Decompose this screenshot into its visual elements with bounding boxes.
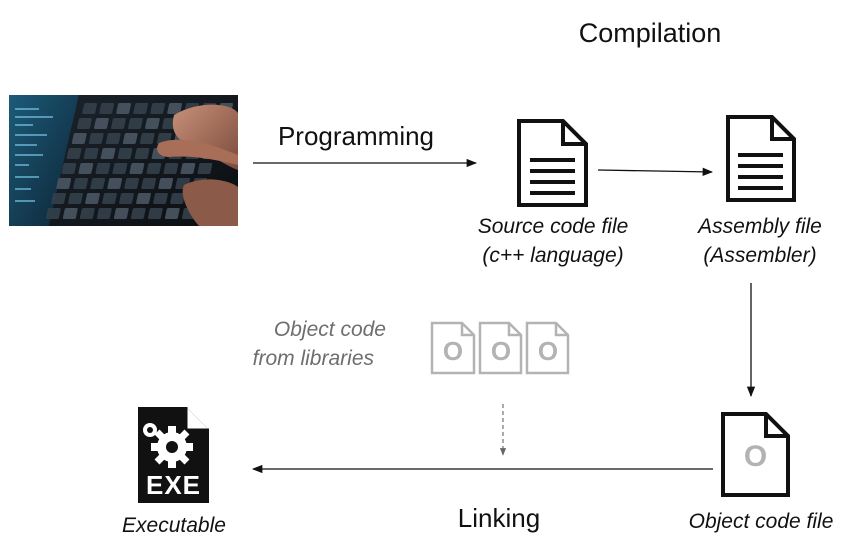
keyboard-key bbox=[100, 148, 116, 159]
keyboard-key bbox=[95, 163, 111, 174]
object-file-glyph: O bbox=[743, 440, 768, 473]
laptop-photo-art bbox=[9, 95, 238, 226]
keyboard-key bbox=[170, 193, 185, 204]
source-file-sublabel: (c++ language) bbox=[482, 244, 624, 267]
keyboard-key bbox=[124, 178, 140, 189]
keyboard-key bbox=[107, 178, 123, 189]
keyboard-key bbox=[153, 193, 168, 204]
keyboard-key bbox=[77, 118, 92, 129]
assembly-file-sublabel: (Assembler) bbox=[703, 244, 817, 267]
step-programming-label: Programming bbox=[277, 121, 435, 151]
library-object-file-icon-2 bbox=[478, 321, 523, 375]
library-file-glyph-1: O bbox=[442, 336, 464, 366]
keyboard-key bbox=[102, 193, 117, 204]
keyboard-key bbox=[94, 118, 109, 129]
keyboard-key bbox=[167, 103, 183, 114]
keyboard-key bbox=[119, 193, 134, 204]
keyboard-key bbox=[62, 208, 78, 219]
library-file-glyph-2: O bbox=[490, 336, 512, 366]
executable-label: Executable bbox=[122, 514, 226, 537]
libraries-label: Object code bbox=[273, 318, 386, 341]
keyboard-key bbox=[136, 193, 151, 204]
keyboard-key bbox=[99, 103, 115, 114]
keyboard-key bbox=[90, 178, 106, 189]
source-code-document-icon bbox=[517, 119, 588, 207]
keyboard-key bbox=[116, 103, 132, 114]
keyboard-key bbox=[73, 178, 89, 189]
keyboard-key bbox=[129, 163, 145, 174]
keyboard-key bbox=[112, 163, 128, 174]
keyboard-key bbox=[66, 148, 82, 159]
gear-icon bbox=[151, 426, 193, 468]
keyboard-key bbox=[139, 133, 155, 144]
keyboard-key bbox=[147, 208, 163, 219]
keyboard-key bbox=[105, 133, 121, 144]
keyboard-key bbox=[68, 193, 83, 204]
keyboard-key bbox=[180, 163, 196, 174]
keyboard-key bbox=[96, 208, 112, 219]
object-code-file-icon bbox=[721, 412, 790, 497]
keyboard-key bbox=[197, 163, 213, 174]
keyboard-key bbox=[113, 208, 129, 219]
keyboard-key bbox=[61, 163, 77, 174]
keyboard-key bbox=[88, 133, 104, 144]
laptop-keyboard-photo bbox=[9, 95, 238, 226]
keyboard-key bbox=[146, 163, 162, 174]
keyboard-key bbox=[164, 208, 180, 219]
keyboard-key bbox=[141, 178, 157, 189]
keyboard-key bbox=[71, 133, 87, 144]
keyboard-key bbox=[117, 148, 133, 159]
keyboard-key bbox=[128, 118, 143, 129]
keyboard-key bbox=[79, 208, 95, 219]
assembly-file-label: Assembly file bbox=[698, 215, 822, 238]
keyboard-key bbox=[158, 178, 174, 189]
small-gear-icon bbox=[143, 423, 157, 437]
source-file-label: Source code file bbox=[477, 215, 629, 238]
keyboard-key bbox=[130, 208, 146, 219]
keyboard-key bbox=[78, 163, 94, 174]
keyboard-key bbox=[163, 163, 179, 174]
arrow-compile-assembly bbox=[597, 167, 714, 176]
library-object-file-icon-1 bbox=[430, 321, 476, 375]
keyboard-key bbox=[83, 148, 99, 159]
object-file-label: Object code file bbox=[688, 510, 834, 533]
keyboard-key bbox=[145, 118, 160, 129]
keyboard-key bbox=[82, 103, 98, 114]
keyboard-key bbox=[133, 103, 149, 114]
keyboard-key bbox=[85, 193, 100, 204]
library-object-file-icon-3 bbox=[525, 321, 570, 375]
keyboard-key bbox=[134, 148, 150, 159]
keyboard-key bbox=[51, 193, 66, 204]
keyboard-key bbox=[56, 178, 72, 189]
assembly-document-icon bbox=[726, 115, 796, 202]
step-linking-label: Linking bbox=[457, 503, 541, 533]
diagram-title: Compilation bbox=[578, 18, 722, 48]
keyboard-key bbox=[150, 103, 166, 114]
libraries-sublabel: from libraries bbox=[252, 347, 374, 370]
executable-glyph: EXE bbox=[145, 470, 202, 500]
keyboard-key bbox=[111, 118, 126, 129]
library-file-glyph-3: O bbox=[537, 336, 559, 366]
keyboard-key bbox=[122, 133, 138, 144]
keyboard-key bbox=[45, 208, 61, 219]
